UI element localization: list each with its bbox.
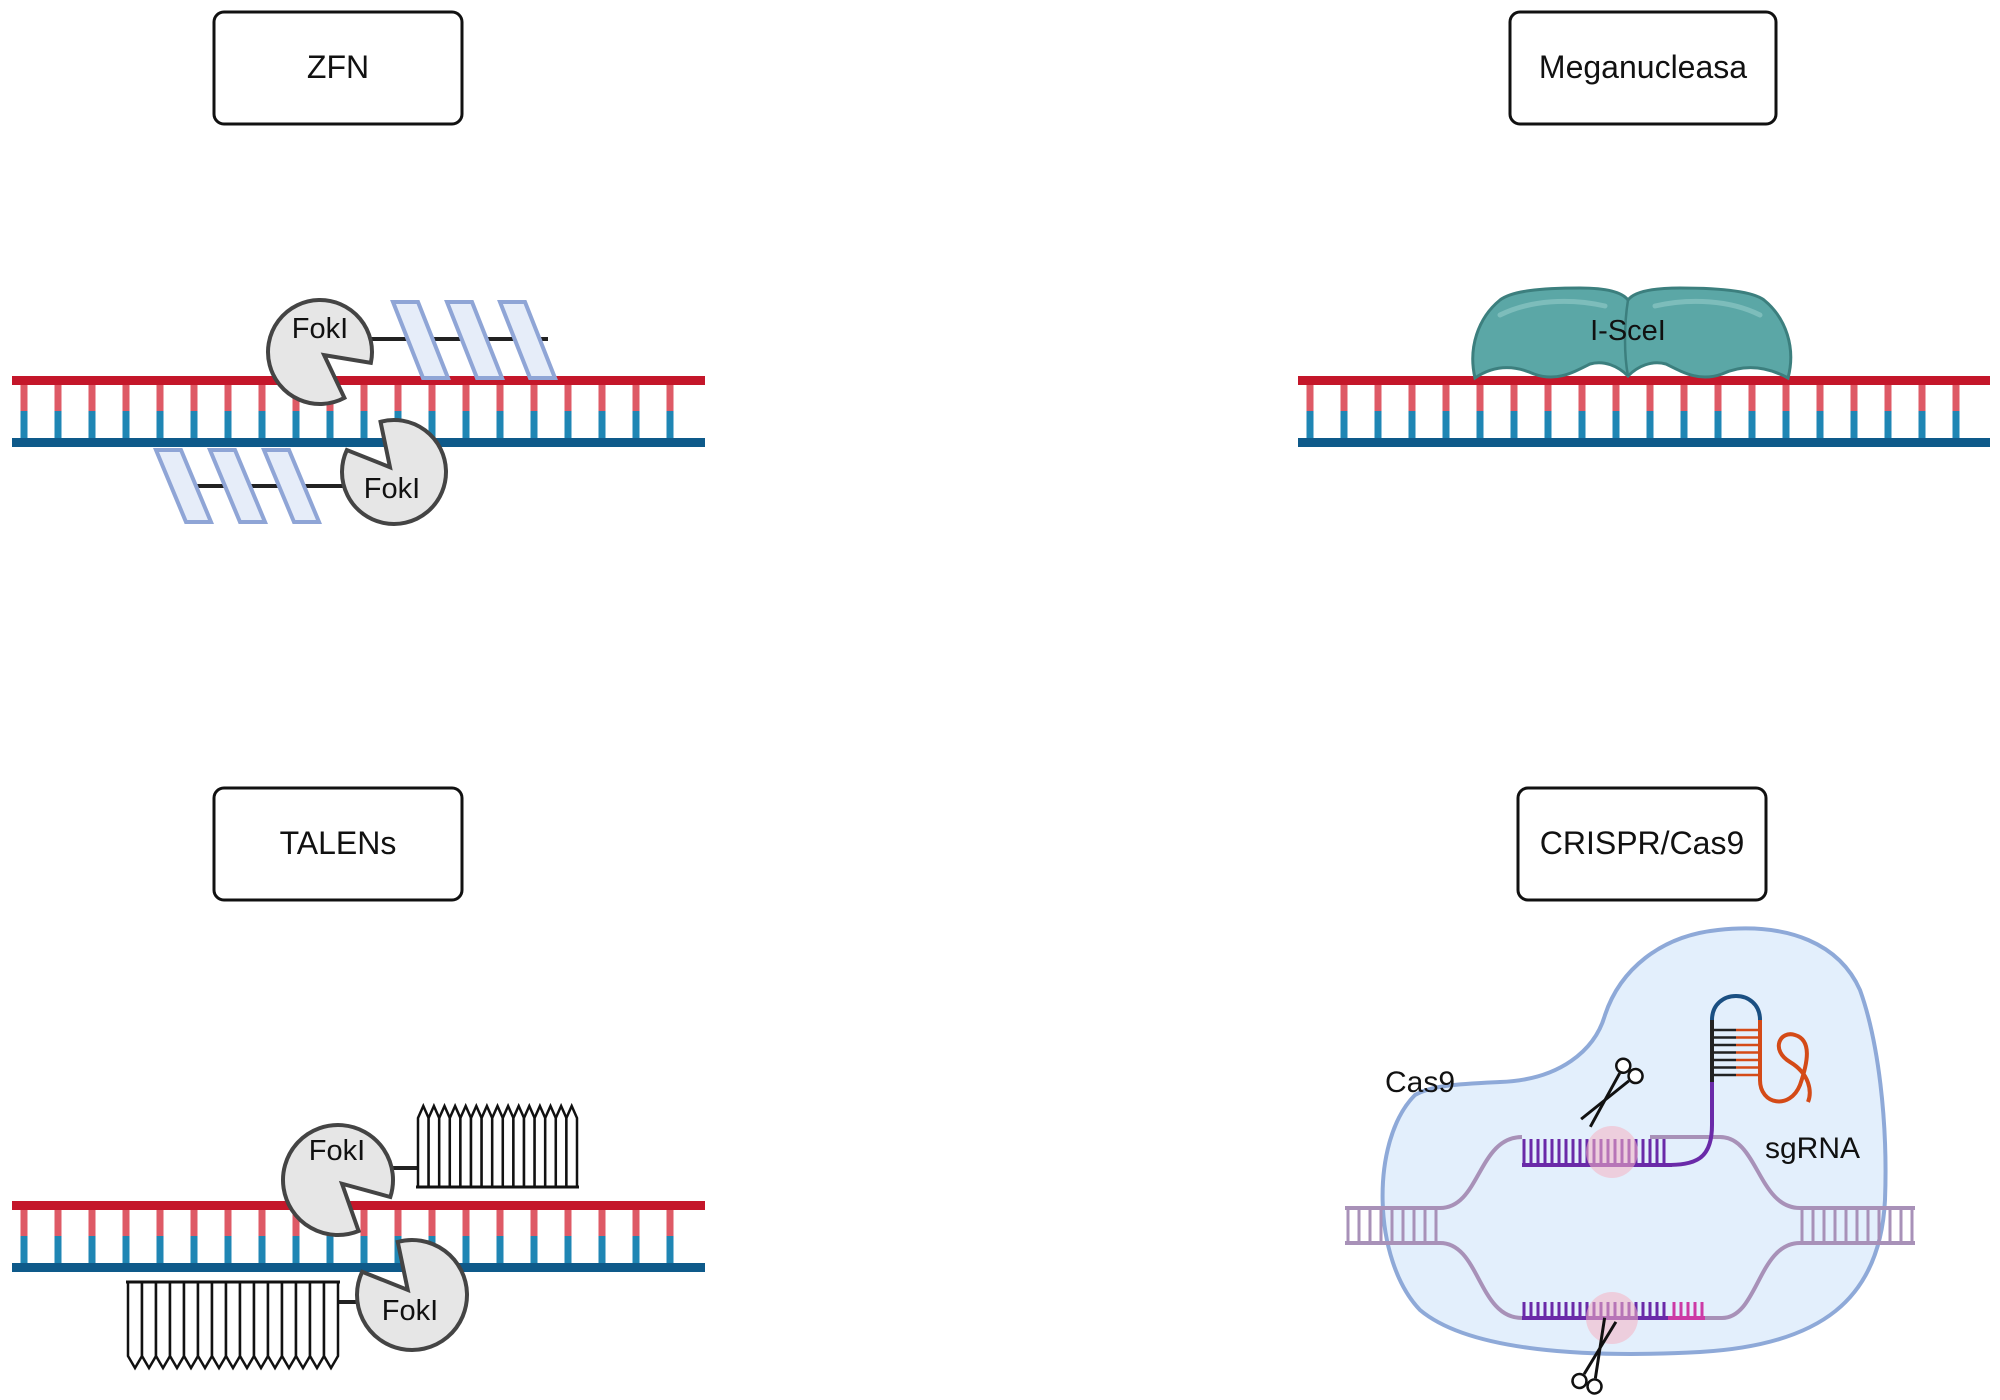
cut-site-glow [1586, 1126, 1638, 1178]
zfn-title-box [212, 10, 464, 126]
dna-strand-bottom [12, 438, 705, 447]
tale-repeat-array-top [416, 1102, 579, 1189]
tale-repeat [427, 1102, 441, 1187]
tale-repeat [266, 1282, 284, 1371]
talens-title: TALENs [280, 825, 397, 861]
talens-dna-helix [12, 1201, 705, 1272]
tale-repeat [182, 1282, 200, 1371]
tale-repeat [154, 1282, 172, 1371]
meganuclease-title-box [1508, 10, 1778, 126]
tale-repeat [554, 1102, 568, 1187]
tale-repeat [238, 1282, 256, 1371]
tale-repeat [196, 1282, 214, 1371]
zinc-finger [207, 448, 268, 524]
tale-repeat [140, 1282, 158, 1371]
talens-title-box [212, 786, 464, 902]
zfn-title: ZFN [307, 49, 369, 85]
tale-repeat [512, 1102, 526, 1187]
tale-repeat [480, 1102, 494, 1187]
dna-strand-top [12, 1201, 705, 1210]
isce-protein [1471, 286, 1793, 381]
tale-repeat [280, 1282, 298, 1371]
pam-site [1672, 1302, 1704, 1318]
crispr-title: CRISPR/Cas9 [1540, 825, 1745, 861]
dna-strand-bottom [1298, 438, 1990, 447]
talens-panel: TALENs FokI FokI [12, 786, 705, 1371]
dna-strand-top [12, 376, 705, 385]
guide-target-rungs [1522, 1139, 1666, 1318]
tale-repeat [522, 1102, 536, 1187]
zinc-finger [261, 448, 322, 524]
zinc-finger [390, 300, 451, 380]
tale-repeat [416, 1102, 430, 1187]
tale-repeat [459, 1102, 473, 1187]
tale-repeat [322, 1282, 340, 1371]
tale-repeat [533, 1102, 547, 1187]
scissors-icon [1580, 1057, 1644, 1128]
tale-repeat [252, 1282, 270, 1371]
zfn-panel: ZFN FokI FokI [12, 10, 705, 526]
zinc-finger [444, 300, 505, 380]
tale-repeat [224, 1282, 242, 1371]
meganuclease-title: Meganucleasa [1539, 49, 1747, 85]
foki-domain-bottom [355, 1238, 469, 1352]
meganuclease-panel: Meganucleasa I-SceI [1298, 10, 1990, 447]
crispr-panel: CRISPR/Cas9 Cas9 [1345, 786, 1915, 1395]
meganuclease-dna-helix [1298, 376, 1990, 447]
talen-foki-bottom-label: FokI [382, 1295, 438, 1327]
cut-site-glow [1586, 1292, 1638, 1344]
tale-repeat [294, 1282, 312, 1371]
zinc-finger [497, 300, 558, 380]
target-dna-rungs [1346, 1208, 1914, 1243]
tale-repeat-array-bottom [126, 1280, 340, 1371]
foki-domain-top [281, 1123, 395, 1237]
sgrna-stem-rungs [1712, 1028, 1760, 1077]
isce-label: I-SceI [1590, 315, 1666, 347]
sgrna-label: sgRNA [1765, 1132, 1860, 1165]
scissors-icon [1571, 1317, 1618, 1395]
crispr-title-box [1516, 786, 1768, 902]
dna-strand-top [1298, 376, 1990, 385]
cas9-label: Cas9 [1385, 1066, 1455, 1099]
zinc-finger [153, 448, 214, 524]
tale-repeat [210, 1282, 228, 1371]
tale-repeat [490, 1102, 505, 1187]
tale-repeat [308, 1282, 326, 1371]
tale-repeat [501, 1102, 515, 1187]
zfn-foki-bottom-label: FokI [364, 473, 420, 505]
dna-strand-bottom [12, 1263, 705, 1272]
zfn-dna-helix [12, 376, 705, 447]
tale-repeat [448, 1102, 462, 1187]
foki-domain-bottom [340, 418, 448, 526]
tale-repeat [126, 1282, 144, 1371]
tale-repeat [437, 1102, 452, 1187]
talen-foki-top-label: FokI [309, 1135, 365, 1167]
tale-repeat [543, 1102, 558, 1187]
zfn-foki-top-label: FokI [292, 313, 348, 345]
tale-repeat [469, 1102, 483, 1187]
tale-repeat [168, 1282, 186, 1371]
foki-domain-top [266, 298, 374, 406]
tale-repeat [565, 1102, 579, 1187]
